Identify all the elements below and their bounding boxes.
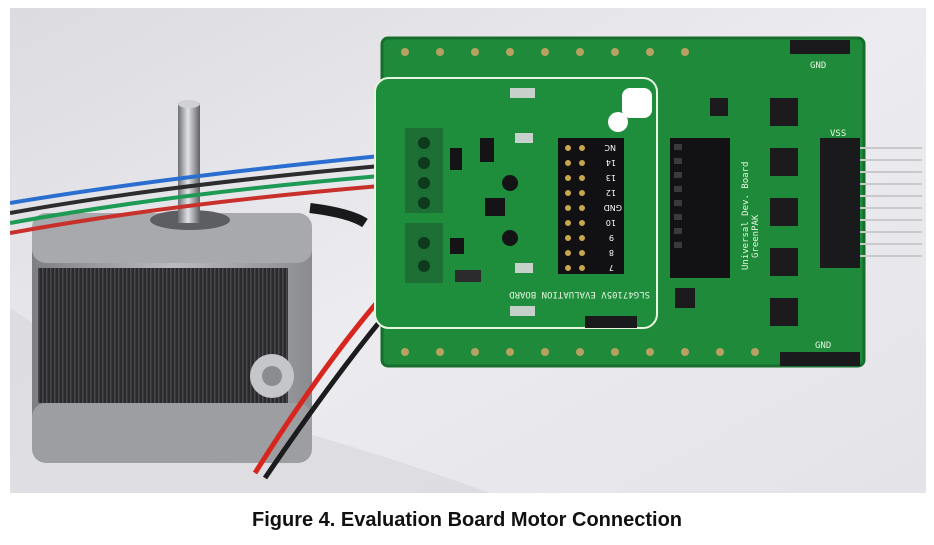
evaluation-board-photo: GreenPAK Universal Dev. Board GND GND VS… <box>10 8 926 493</box>
universal-dev-label: Universal Dev. Board <box>741 162 751 270</box>
pin-label: 10 <box>606 218 616 227</box>
pin-label: 12 <box>606 188 616 197</box>
pin-label: 14 <box>606 158 616 167</box>
evaluation-board-label: SLG47105V EVALUATION BOARD <box>509 289 650 299</box>
photo-figure: GreenPAK Universal Dev. Board GND GND VS… <box>10 8 926 493</box>
pin-label: 8 <box>609 248 614 257</box>
stepper-motor <box>32 100 312 463</box>
pin-header-left-labels: NC 14 13 12 GND 10 9 8 7 <box>604 143 622 272</box>
gnd-top-label: GND <box>810 61 826 71</box>
gnd-bottom-label: GND <box>815 341 831 351</box>
pin-label: 9 <box>609 233 614 242</box>
greenpak-label: GreenPAK <box>751 214 761 258</box>
vss-label: VSS <box>830 129 846 139</box>
pin-label: NC <box>604 143 616 152</box>
pin-label: 7 <box>609 263 614 272</box>
figure-caption: Figure 4. Evaluation Board Motor Connect… <box>251 509 683 531</box>
pin-label: GND <box>604 203 622 212</box>
pin-label: 13 <box>606 173 616 182</box>
evaluation-board: NC 14 13 12 GND 10 9 8 7 SLG47105V EVALU… <box>374 77 658 329</box>
